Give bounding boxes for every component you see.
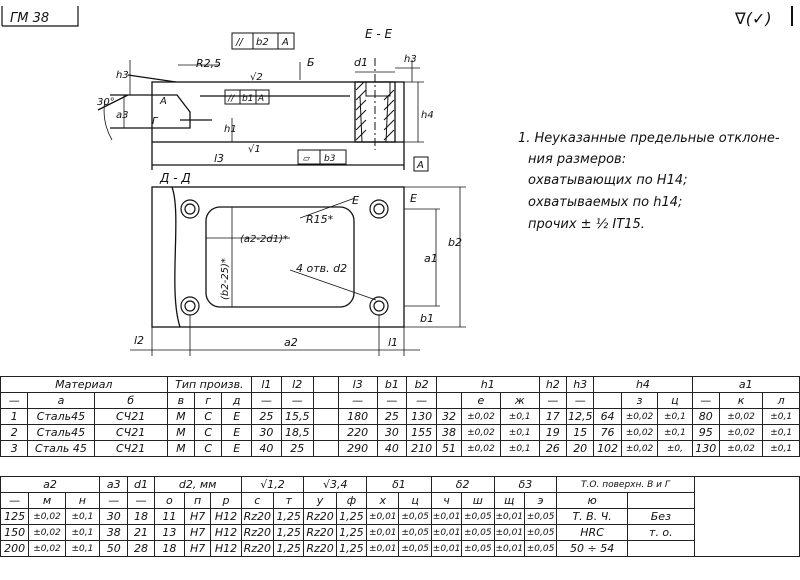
without-heat-line-2: т. о.: [626, 524, 695, 541]
svg-text://: //: [235, 37, 244, 48]
l2-label: l2: [134, 334, 144, 347]
heat-treatment-line-1: Т. В. Ч.: [556, 508, 628, 525]
head-empty: [312, 376, 339, 393]
svg-text:A: A: [281, 37, 289, 48]
mounting-holes: [180, 199, 389, 316]
drawing-code: ГМ 38: [10, 11, 49, 26]
head-a3: a3: [99, 476, 129, 493]
h4-label: h4: [421, 110, 434, 121]
b-label: Б: [307, 56, 315, 69]
a1-label: a1: [424, 252, 438, 265]
head-delta3: δ3: [493, 476, 558, 493]
note-line-4: охватываемых по h14;: [528, 195, 682, 210]
a2-label: a2: [284, 336, 298, 349]
head-production-type: Тип произв.: [166, 376, 253, 393]
l1-label: l1: [388, 336, 398, 349]
head-h1: h1: [435, 376, 540, 393]
head-delta1: δ1: [366, 476, 432, 493]
parameters-table-2: a2 a3 d1 d2, мм √1,2 √3,4 δ1 δ2 δ3 Т.О. …: [0, 476, 800, 557]
h3-right-label: h3: [404, 54, 417, 65]
head-d2: d2, мм: [153, 476, 242, 493]
svg-text://: //: [227, 94, 235, 104]
blank-cell: [693, 476, 800, 557]
section-dd-label: Д - Д: [159, 171, 191, 185]
svg-text:А: А: [416, 160, 424, 171]
b1-label: b1: [420, 312, 434, 325]
dim-b-label: (b2-25)*: [220, 258, 231, 300]
head-l1: l1: [251, 376, 282, 393]
tolerance-frame-2: // b1 A: [224, 89, 270, 105]
head-material: Материал: [0, 376, 168, 393]
a-mark-label: А: [159, 96, 167, 107]
a-datum-box: А: [413, 156, 429, 172]
head-l3: l3: [337, 376, 378, 393]
parameters-table-1: Материал Тип произв. l1 l2 l3 b1 b2 h1 h…: [0, 376, 800, 457]
dimension-lines: [103, 60, 424, 143]
dim-a-label: (a2-2d1)*: [240, 234, 288, 245]
svg-text:▱: ▱: [303, 154, 310, 164]
holes-label: 4 отв. d2: [296, 262, 347, 275]
note-line-1: 1. Неуказанные предельные отклоне-: [518, 131, 780, 146]
rough2-label: √2: [250, 72, 263, 83]
table1-head-row: Материал Тип произв. l1 l2 l3 b1 b2 h1 h…: [0, 376, 800, 393]
head-rough34: √3,4: [303, 476, 368, 493]
head-l2: l2: [280, 376, 314, 393]
general-notes: 1. Неуказанные предельные отклоне- ния р…: [518, 131, 780, 232]
table2-head-row: a2 a3 d1 d2, мм √1,2 √3,4 δ1 δ2 δ3 Т.О. …: [0, 476, 800, 557]
l3-label: l3: [214, 152, 224, 165]
h1-label: h1: [224, 124, 237, 135]
elevation-view: [97, 74, 405, 170]
technical-drawing: ГМ 38 ∇(✓) E - E // b2 A: [1, 6, 793, 356]
section-ee-label: E - E: [365, 27, 393, 41]
roughness-mark: ∇(✓): [734, 9, 772, 28]
b2-label: b2: [448, 236, 462, 249]
svg-text:b3: b3: [324, 154, 336, 164]
svg-text:b1: b1: [242, 94, 253, 104]
bore-section: [354, 58, 396, 150]
g-label: Г: [152, 116, 159, 127]
head-heat-treatment: Т.О. поверхн. В и Г: [556, 476, 695, 493]
head-a2: a2: [0, 476, 101, 493]
without-heat-line-1: Без: [626, 508, 695, 525]
plan-view: [151, 186, 405, 328]
plan-dimension-lines: [130, 186, 466, 356]
head-a1: a1: [691, 376, 800, 393]
head-d1: d1: [127, 476, 155, 493]
head-h3: h3: [565, 376, 595, 393]
angle-label: 30°: [97, 97, 115, 108]
a3-label: a3: [116, 110, 129, 121]
head-delta2: δ2: [430, 476, 495, 493]
head-rough12: √1,2: [240, 476, 305, 493]
e-mark-left: E: [352, 194, 359, 207]
radius-label: R2,5: [196, 57, 221, 70]
rough1-label: √1: [248, 144, 261, 155]
h3-left-label: h3: [116, 70, 129, 81]
note-line-2: ния размеров:: [528, 152, 626, 167]
note-line-3: охватывающих по H14;: [528, 173, 688, 188]
svg-text:b2: b2: [256, 37, 269, 48]
d1-label: d1: [354, 56, 368, 69]
head-b2: b2: [406, 376, 437, 393]
heat-treatment-line-2: HRC: [556, 524, 628, 541]
heat-treatment-line-3: 50 ÷ 54: [556, 540, 628, 557]
tolerance-frame-3: ▱ b3: [297, 149, 347, 165]
svg-text:A: A: [257, 94, 264, 104]
header-corner: [1, 6, 79, 27]
head-h4: h4: [593, 376, 693, 393]
tolerance-frame-1: // b2 A: [231, 32, 295, 50]
head-h2: h2: [538, 376, 568, 393]
note-line-5: прочих ± ½ IT15.: [528, 217, 645, 232]
r15-label: R15*: [306, 213, 334, 226]
e-mark-right: E: [410, 192, 417, 205]
head-b1: b1: [376, 376, 408, 393]
